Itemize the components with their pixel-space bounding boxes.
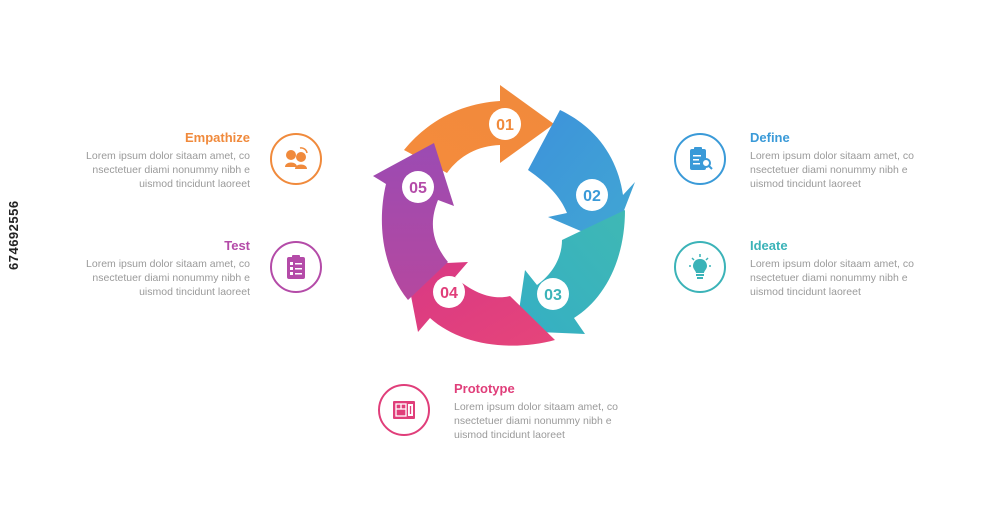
clipboard-search-icon (690, 147, 713, 170)
define-icon-circle (674, 133, 726, 185)
badge-03-label: 03 (544, 287, 562, 304)
step-define: Define Lorem ipsum dolor sitaam amet, co… (750, 130, 990, 191)
badge-05-label: 05 (409, 180, 427, 197)
step-test-desc: Lorem ipsum dolor sitaam amet, co nsecte… (86, 258, 250, 298)
ideate-icon-circle (674, 241, 726, 293)
cycle-segment-05 (373, 143, 454, 300)
step-empathize-desc: Lorem ipsum dolor sitaam amet, co nsecte… (86, 150, 250, 190)
test-icon-circle (270, 241, 322, 293)
step-define-desc: Lorem ipsum dolor sitaam amet, co nsecte… (750, 150, 914, 190)
cycle-segment-03 (516, 210, 625, 334)
step-prototype: Prototype Lorem ipsum dolor sitaam amet,… (454, 381, 694, 442)
step-prototype-desc: Lorem ipsum dolor sitaam amet, co nsecte… (454, 401, 618, 441)
badge-05: 05 (402, 171, 434, 203)
step-test-title: Test (224, 238, 250, 253)
step-ideate: Ideate Lorem ipsum dolor sitaam amet, co… (750, 238, 990, 299)
badge-02-label: 02 (583, 188, 601, 205)
checklist-icon (287, 255, 305, 279)
step-define-title: Define (750, 130, 790, 145)
step-ideate-desc: Lorem ipsum dolor sitaam amet, co nsecte… (750, 258, 914, 298)
badge-04-label: 04 (440, 285, 458, 302)
lightbulb-icon (689, 254, 711, 279)
step-ideate-title: Ideate (750, 238, 788, 253)
step-empathize: Empathize Lorem ipsum dolor sitaam amet,… (10, 130, 250, 191)
badge-03: 03 (537, 278, 569, 310)
step-prototype-title: Prototype (454, 381, 515, 396)
badge-01-label: 01 (496, 117, 514, 134)
two-heads-icon (285, 147, 308, 169)
cycle-segment-01 (404, 85, 554, 173)
step-test: Test Lorem ipsum dolor sitaam amet, co n… (10, 238, 250, 299)
cycle-segment-02 (528, 110, 635, 244)
blueprint-icon (393, 401, 415, 419)
badge-02: 02 (576, 179, 608, 211)
badge-01: 01 (489, 108, 521, 140)
prototype-icon-circle (378, 384, 430, 436)
side-id-label: 674692556 (6, 200, 21, 270)
step-empathize-title: Empathize (184, 130, 250, 145)
badge-04: 04 (433, 276, 465, 308)
empathize-icon-circle (270, 133, 322, 185)
